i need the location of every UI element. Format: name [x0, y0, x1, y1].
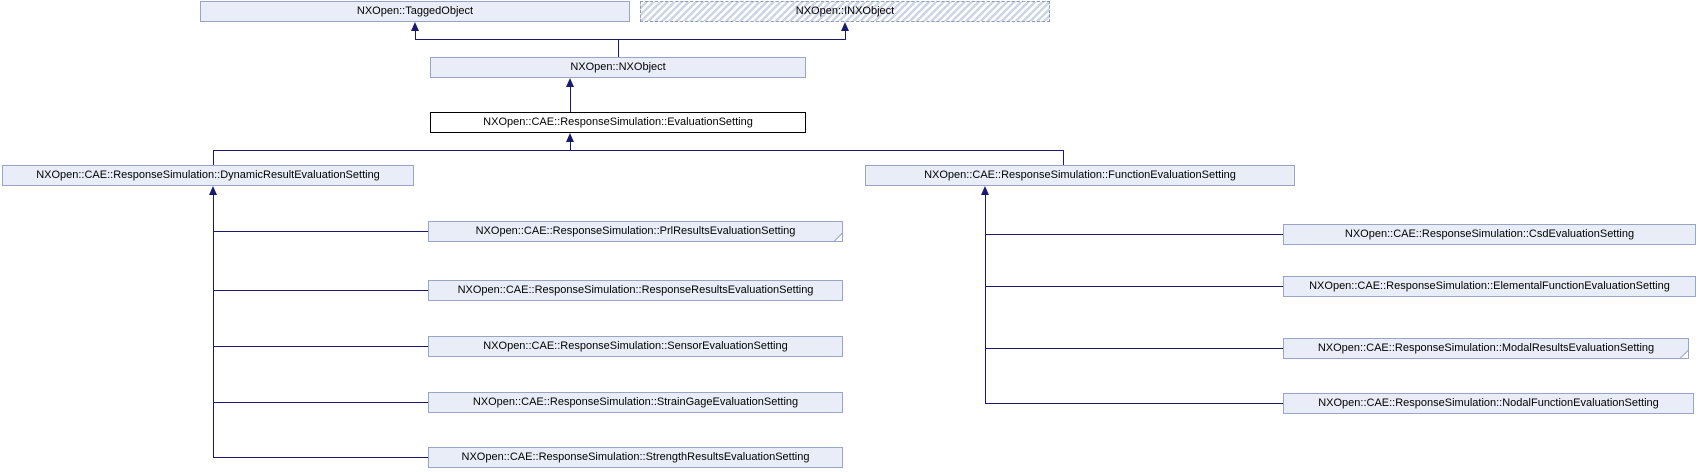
node-dynamic-result-evaluation-setting[interactable]: NXOpen::CAE::ResponseSimulation::Dynamic…	[2, 165, 414, 186]
node-function-evaluation-setting[interactable]: NXOpen::CAE::ResponseSimulation::Functio…	[865, 165, 1295, 186]
class-label: NXOpen::CAE::ResponseSimulation::Evaluat…	[483, 116, 753, 128]
edge-nxobject-to-inxobject	[845, 30, 846, 40]
class-label: NXOpen::CAE::ResponseSimulation::Respons…	[457, 284, 814, 296]
edge-left-trunk	[213, 194, 214, 458]
class-label: NXOpen::NXObject	[570, 61, 666, 73]
edge-drop-to-dynamic-result	[213, 150, 214, 165]
node-tagged-object[interactable]: NXOpen::TaggedObject	[200, 1, 630, 22]
arrow-up-icon	[411, 22, 419, 31]
node-sensor-evaluation-setting[interactable]: NXOpen::CAE::ResponseSimulation::SensorE…	[428, 336, 843, 357]
edge-children-stem	[570, 141, 571, 150]
node-strain-gage-evaluation-setting[interactable]: NXOpen::CAE::ResponseSimulation::StrainG…	[428, 392, 843, 413]
node-strength-results-evaluation-setting[interactable]: NXOpen::CAE::ResponseSimulation::Strengt…	[428, 447, 843, 468]
edge-stub-sensor	[213, 346, 428, 347]
edge-nxobject-to-taggedobject	[415, 30, 416, 40]
class-label: NXOpen::CAE::ResponseSimulation::Strengt…	[461, 451, 810, 463]
edge-stub-prl-results	[213, 231, 428, 232]
class-label: NXOpen::INXObject	[795, 5, 895, 17]
edge-stub-nodal-function	[985, 403, 1283, 404]
class-label: NXOpen::TaggedObject	[356, 5, 474, 17]
edge-right-trunk	[985, 194, 986, 404]
class-label: NXOpen::CAE::ResponseSimulation::Dynamic…	[36, 169, 380, 181]
class-label: NXOpen::CAE::ResponseSimulation::SensorE…	[483, 340, 788, 352]
arrow-up-icon	[981, 186, 989, 195]
class-label: NXOpen::CAE::ResponseSimulation::PrlResu…	[475, 225, 796, 237]
class-label: NXOpen::CAE::ResponseSimulation::NodalFu…	[1318, 397, 1659, 409]
arrow-up-icon	[209, 186, 217, 195]
node-evaluation-setting: NXOpen::CAE::ResponseSimulation::Evaluat…	[430, 112, 806, 133]
edge-evaluationsetting-to-nxobject	[570, 86, 571, 112]
arrow-up-icon	[841, 22, 849, 31]
edge-stub-elemental-function	[985, 286, 1283, 287]
node-modal-results-evaluation-setting[interactable]: NXOpen::CAE::ResponseSimulation::ModalRe…	[1283, 338, 1689, 359]
class-label: NXOpen::CAE::ResponseSimulation::CsdEval…	[1344, 228, 1635, 240]
node-nx-object[interactable]: NXOpen::NXObject	[430, 57, 806, 78]
class-label: NXOpen::CAE::ResponseSimulation::ModalRe…	[1317, 342, 1655, 354]
edge-stub-csd	[985, 234, 1283, 235]
edge-children-branch	[213, 150, 1064, 151]
edge-stub-modal-results	[985, 348, 1283, 349]
node-nodal-function-evaluation-setting[interactable]: NXOpen::CAE::ResponseSimulation::NodalFu…	[1283, 393, 1694, 414]
node-inx-object: NXOpen::INXObject	[640, 1, 1050, 22]
node-csd-evaluation-setting[interactable]: NXOpen::CAE::ResponseSimulation::CsdEval…	[1283, 224, 1696, 245]
truncated-corner-icon	[1679, 349, 1688, 358]
edge-stub-response-results	[213, 290, 428, 291]
arrow-up-icon	[566, 78, 574, 87]
class-label: NXOpen::CAE::ResponseSimulation::Element…	[1309, 280, 1670, 292]
edge-stub-strength-results	[213, 457, 428, 458]
node-elemental-function-evaluation-setting[interactable]: NXOpen::CAE::ResponseSimulation::Element…	[1283, 276, 1696, 297]
edge-stub-strain-gage	[213, 402, 428, 403]
class-label: NXOpen::CAE::ResponseSimulation::Functio…	[924, 169, 1236, 181]
class-label: NXOpen::CAE::ResponseSimulation::StrainG…	[472, 396, 799, 408]
edge-parents-branch	[415, 39, 845, 40]
truncated-corner-icon	[833, 232, 842, 241]
node-response-results-evaluation-setting[interactable]: NXOpen::CAE::ResponseSimulation::Respons…	[428, 280, 843, 301]
edge-nxobject-stem	[618, 39, 619, 57]
edge-drop-to-function-eval	[1063, 150, 1064, 165]
node-prl-results-evaluation-setting[interactable]: NXOpen::CAE::ResponseSimulation::PrlResu…	[428, 221, 843, 242]
arrow-up-icon	[566, 133, 574, 142]
